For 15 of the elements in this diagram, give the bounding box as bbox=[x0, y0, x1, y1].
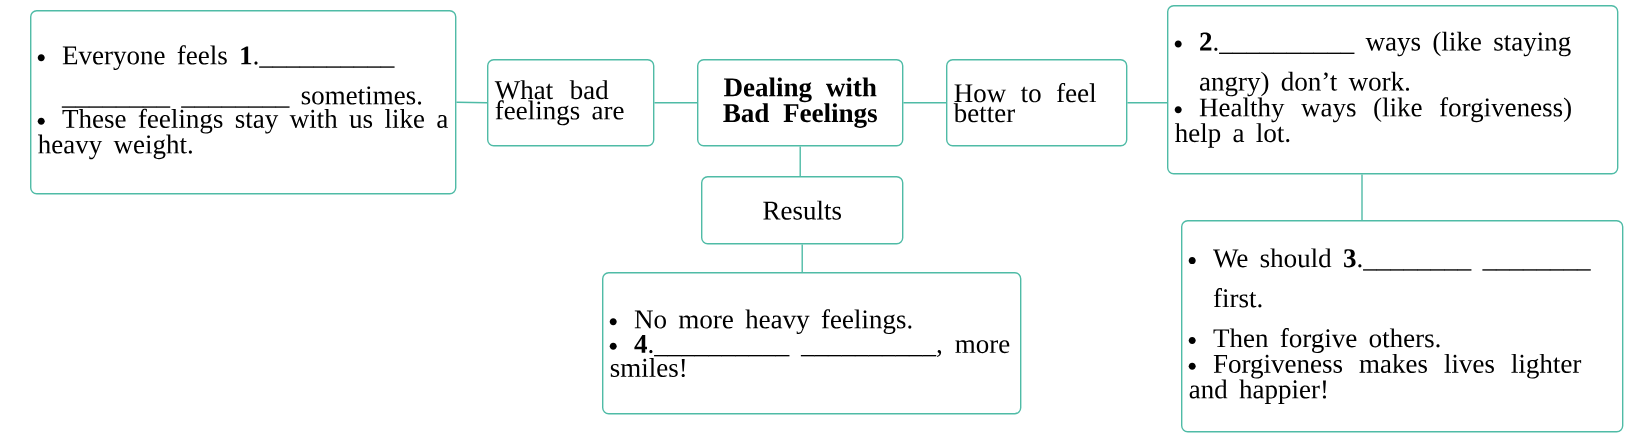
note-box: No more heavy feelings. 4.__________ __________, more smiles! bbox=[602, 272, 1022, 415]
connector-line bbox=[455, 101, 488, 104]
note-box: We should 3.________ ________ first. Then forgive others. Forgiveness makes lives lighter and happier! bbox=[1181, 220, 1624, 433]
connector-line bbox=[801, 243, 803, 273]
connector-line bbox=[799, 145, 801, 177]
connector-line bbox=[1361, 173, 1363, 221]
note-box: Everyone feels 1.__________ ________ ________ sometimes. These feelings stay with us like a heavy weight. bbox=[30, 10, 457, 195]
note-box: 2.__________ ways (like staying angry) don’t work. Healthy ways (like forgiveness) help a lot. bbox=[1167, 5, 1619, 175]
topic-box: What bad feelings are bbox=[487, 59, 655, 147]
topic-box: Dealing with Bad Feelings bbox=[697, 59, 904, 147]
topic-box: Results bbox=[701, 176, 904, 245]
connector-line bbox=[653, 102, 698, 104]
connector-line bbox=[902, 102, 947, 104]
connector-line bbox=[1126, 102, 1168, 104]
topic-box: How to feel better bbox=[946, 59, 1128, 147]
